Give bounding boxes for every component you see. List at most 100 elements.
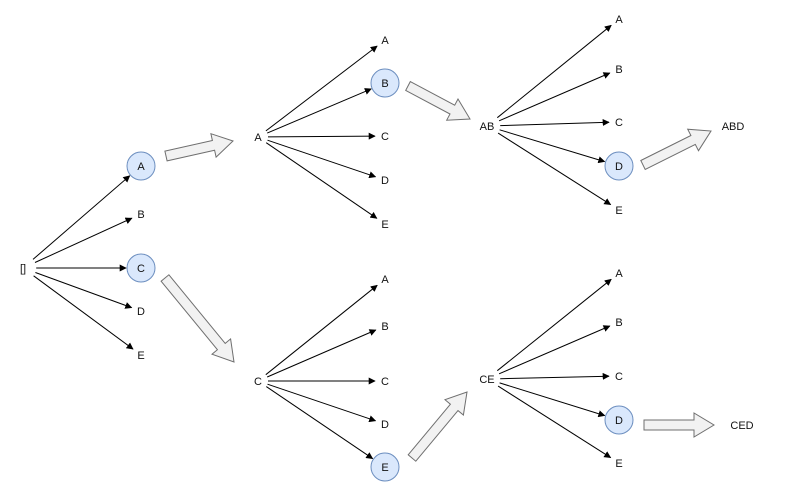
branch-edges: [32, 24, 612, 460]
node-circle: [370, 68, 400, 98]
edge-s-C-to-sC-A: [265, 284, 378, 376]
node-label: AB: [480, 121, 495, 133]
node-label: B: [381, 321, 388, 333]
node-s-A: A: [254, 132, 262, 144]
node-sAB-C: C: [615, 117, 623, 129]
transition-arrows: [160, 80, 715, 462]
node-label: CE: [479, 374, 494, 386]
transition-arrow-sCE-D-to-r-CED: [643, 412, 715, 438]
node-label: B: [615, 64, 622, 76]
node-label: B: [381, 78, 388, 90]
node-label: D: [615, 161, 623, 173]
node-label: A: [615, 14, 623, 26]
node-sA-D: D: [381, 175, 389, 187]
node-label: E: [615, 205, 622, 217]
node-circle: [604, 151, 634, 181]
node-circle: [604, 405, 634, 435]
node-sC-C: C: [381, 376, 389, 388]
node-sC-A: A: [381, 274, 389, 286]
transition-arrow-l1-C-to-s-C: [160, 274, 235, 363]
node-label: A: [381, 35, 389, 47]
transition-arrow-sA-B-to-s-AB: [405, 80, 471, 121]
edge-root-to-l1-E: [33, 275, 134, 350]
edge-s-AB-to-sAB-C: [500, 118, 610, 127]
node-label: C: [381, 376, 389, 388]
node-label: A: [137, 161, 145, 173]
edge-s-CE-to-sCE-C: [500, 372, 610, 380]
edge-s-CE-to-sCE-A: [496, 278, 612, 372]
node-sC-E: E: [370, 452, 400, 482]
edge-s-AB-to-sAB-B: [498, 72, 611, 122]
node-label: C: [615, 371, 623, 383]
node-sCE-D: D: [604, 405, 634, 435]
node-label: E: [137, 350, 144, 362]
node-s-CE: CE: [479, 374, 494, 386]
node-label: C: [254, 376, 262, 388]
transition-arrow-sAB-D-to-r-ABD: [640, 128, 712, 171]
node-label: A: [381, 274, 389, 286]
node-sAB-D: D: [604, 151, 634, 181]
edge-root-to-l1-A: [32, 175, 131, 260]
edge-s-C-to-sC-E: [266, 386, 374, 460]
node-circle: [370, 452, 400, 482]
node-l1-A: A: [126, 151, 156, 181]
node-label: D: [137, 306, 145, 318]
edge-s-C-to-sC-D: [267, 383, 377, 423]
node-sA-C: C: [381, 131, 389, 143]
transition-arrow-sC-E-to-s-CE: [407, 391, 468, 462]
edge-s-A-to-sA-A: [265, 45, 378, 132]
node-label: D: [381, 175, 389, 187]
node-label: CED: [730, 420, 753, 432]
node-sC-D: D: [381, 419, 389, 431]
node-l1-D: D: [137, 306, 145, 318]
node-s-C: C: [254, 376, 262, 388]
node-label: E: [381, 219, 388, 231]
node-label: A: [615, 268, 623, 280]
node-r-CED: CED: [730, 420, 753, 432]
node-sCE-B: B: [615, 317, 622, 329]
node-r-ABD: ABD: [722, 121, 745, 133]
node-l1-E: E: [137, 350, 144, 362]
node-l1-C: C: [126, 253, 156, 283]
watermark-text: 知乎 @大豹炸: [646, 454, 760, 475]
node-label: D: [615, 415, 623, 427]
edge-s-A-to-sA-E: [265, 142, 378, 219]
transition-arrow-l1-A-to-s-A: [164, 132, 234, 162]
node-label: []: [20, 263, 26, 275]
node-label: C: [137, 263, 145, 275]
node-label: A: [254, 132, 262, 144]
node-sCE-A: A: [615, 268, 623, 280]
edge-s-A-to-sA-D: [267, 139, 377, 179]
node-sCE-C: C: [615, 371, 623, 383]
node-s-AB: AB: [480, 121, 495, 133]
node-label: B: [137, 209, 144, 221]
edge-s-CE-to-sCE-B: [498, 325, 611, 375]
node-label: D: [381, 419, 389, 431]
node-circle: [126, 253, 156, 283]
node-label: E: [381, 462, 388, 474]
node-sA-A: A: [381, 35, 389, 47]
node-sAB-E: E: [615, 205, 622, 217]
node-root: []: [20, 263, 26, 275]
node-label: B: [615, 317, 622, 329]
edge-s-AB-to-sAB-E: [497, 132, 612, 206]
node-sA-B: B: [370, 68, 400, 98]
edge-s-A-to-sA-B: [267, 88, 372, 134]
node-label: C: [381, 131, 389, 143]
edge-s-AB-to-sAB-A: [496, 24, 612, 119]
node-label: C: [615, 117, 623, 129]
edge-s-C-to-sC-B: [267, 329, 377, 378]
node-sAB-B: B: [615, 64, 622, 76]
node-sCE-E: E: [615, 458, 622, 470]
node-circle: [126, 151, 156, 181]
node-sC-B: B: [381, 321, 388, 333]
edge-s-CE-to-sCE-E: [497, 385, 612, 459]
edge-s-CE-to-sCE-D: [499, 382, 606, 418]
node-label: ABD: [722, 121, 745, 133]
node-sA-E: E: [381, 219, 388, 231]
node-label: E: [615, 458, 622, 470]
edge-root-to-l1-D: [35, 272, 133, 309]
edge-s-AB-to-sAB-D: [499, 129, 606, 164]
